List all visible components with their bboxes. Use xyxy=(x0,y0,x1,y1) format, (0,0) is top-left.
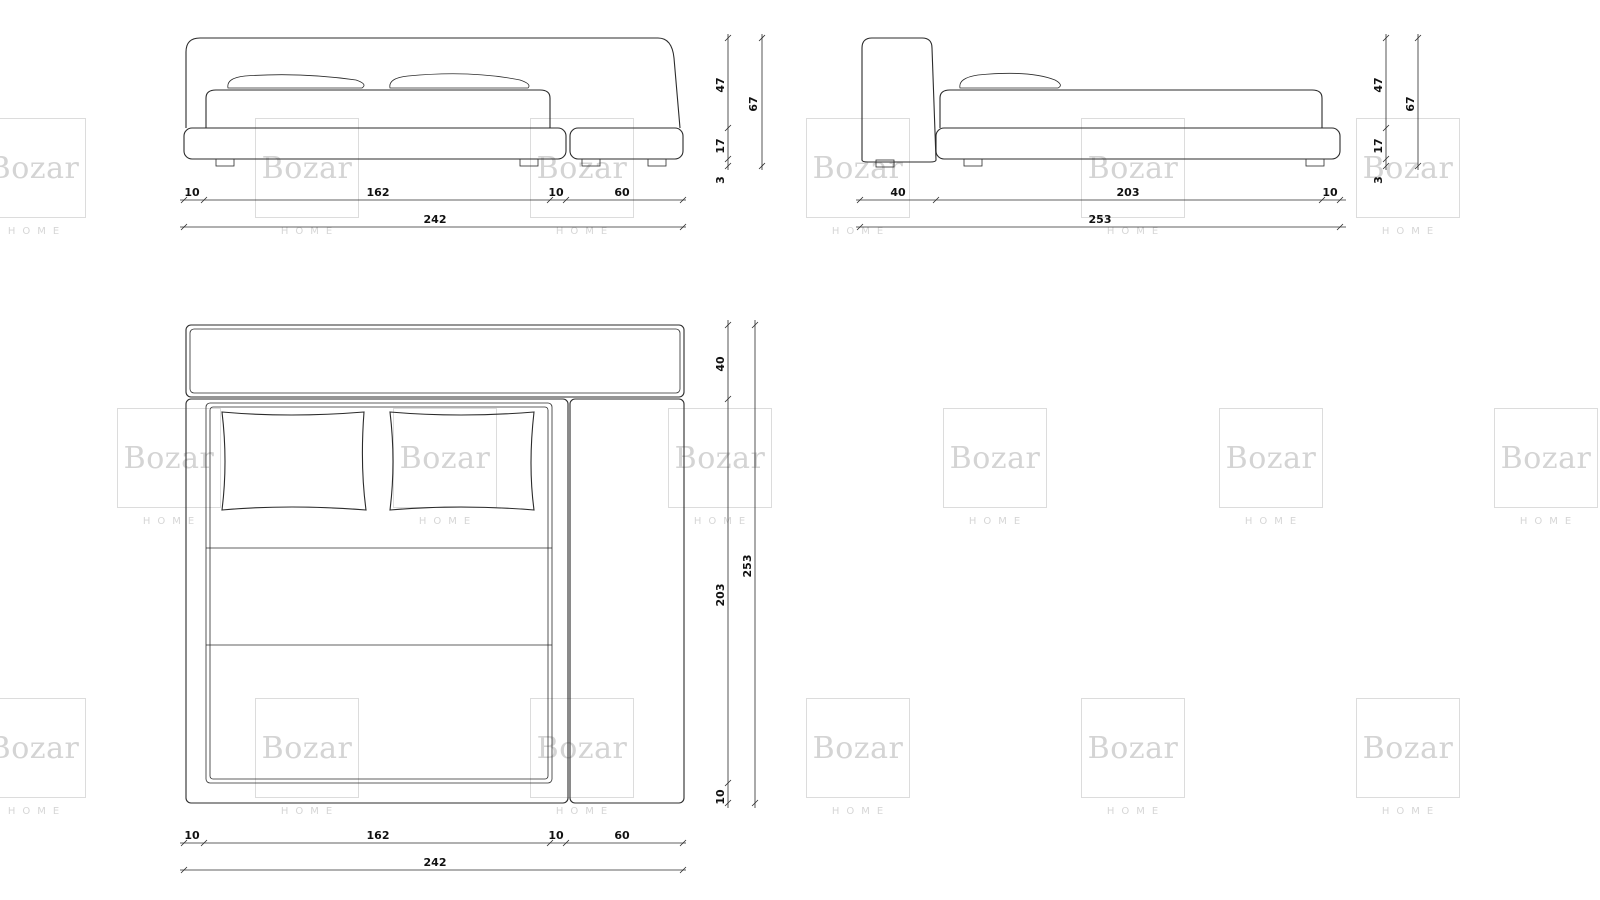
dim-front-feet-height: 3 xyxy=(714,176,727,184)
side-elevation-view: 40 203 10 253 47 17 3 67 xyxy=(856,34,1422,231)
dim-plan-total-width: 242 xyxy=(424,856,447,869)
dim-front-headboard-height: 47 xyxy=(714,77,727,92)
dim-plan-bench-width: 60 xyxy=(614,829,630,842)
dim-front-gap: 10 xyxy=(548,186,564,199)
dim-front-bed-width: 162 xyxy=(367,186,390,199)
dim-plan-end: 10 xyxy=(714,789,727,805)
side-mattress-outline xyxy=(939,89,1323,128)
side-headboard-outline xyxy=(861,37,937,163)
front-foot xyxy=(519,158,539,167)
dim-plan-gap: 10 xyxy=(548,829,564,842)
front-foot xyxy=(215,158,235,167)
side-bed-base xyxy=(935,127,1341,160)
front-pillow-left xyxy=(227,74,365,89)
front-elevation-view: 10 162 10 60 242 47 17 3 67 xyxy=(180,34,766,231)
plan-headboard xyxy=(185,324,685,398)
dim-side-end: 10 xyxy=(1322,186,1338,199)
front-bed-base xyxy=(183,127,567,160)
side-foot xyxy=(1305,158,1325,167)
front-pillow-right xyxy=(389,73,530,89)
front-headboard-outline xyxy=(185,37,681,129)
dim-plan-headboard-depth: 40 xyxy=(714,356,727,372)
side-pillow xyxy=(959,72,1061,89)
dim-front-bench-width: 60 xyxy=(614,186,630,199)
dim-side-bed-length: 203 xyxy=(1117,186,1140,199)
dim-plan-total-depth: 253 xyxy=(741,555,754,578)
dim-side-total-length: 253 xyxy=(1089,213,1112,226)
dim-side-headboard-depth: 40 xyxy=(890,186,906,199)
dim-side-total-height: 67 xyxy=(1404,96,1417,111)
plan-bed-frame xyxy=(185,398,569,804)
plan-mattress xyxy=(205,402,553,784)
dim-plan-bed-width: 162 xyxy=(367,829,390,842)
dim-front-side-left: 10 xyxy=(184,186,200,199)
dim-side-feet-height: 3 xyxy=(1372,176,1385,184)
front-mattress-outline xyxy=(205,89,551,128)
dim-front-total-width: 242 xyxy=(424,213,447,226)
side-foot xyxy=(875,159,895,168)
dim-front-total-height: 67 xyxy=(747,96,760,111)
dim-plan-bed-length: 203 xyxy=(714,584,727,607)
plan-view: 10 162 10 60 242 40 203 10 253 xyxy=(180,320,759,874)
front-foot xyxy=(647,158,667,167)
plan-pillow-right xyxy=(389,411,535,511)
plan-pillow-left xyxy=(221,411,367,511)
dim-side-headboard-height: 47 xyxy=(1372,77,1385,92)
front-bench-base xyxy=(569,127,684,160)
side-foot xyxy=(963,158,983,167)
dim-front-frame-height: 17 xyxy=(714,138,727,153)
plan-bench xyxy=(569,398,685,804)
dim-side-frame-height: 17 xyxy=(1372,138,1385,153)
dim-plan-side-left: 10 xyxy=(184,829,200,842)
front-foot xyxy=(581,158,601,167)
